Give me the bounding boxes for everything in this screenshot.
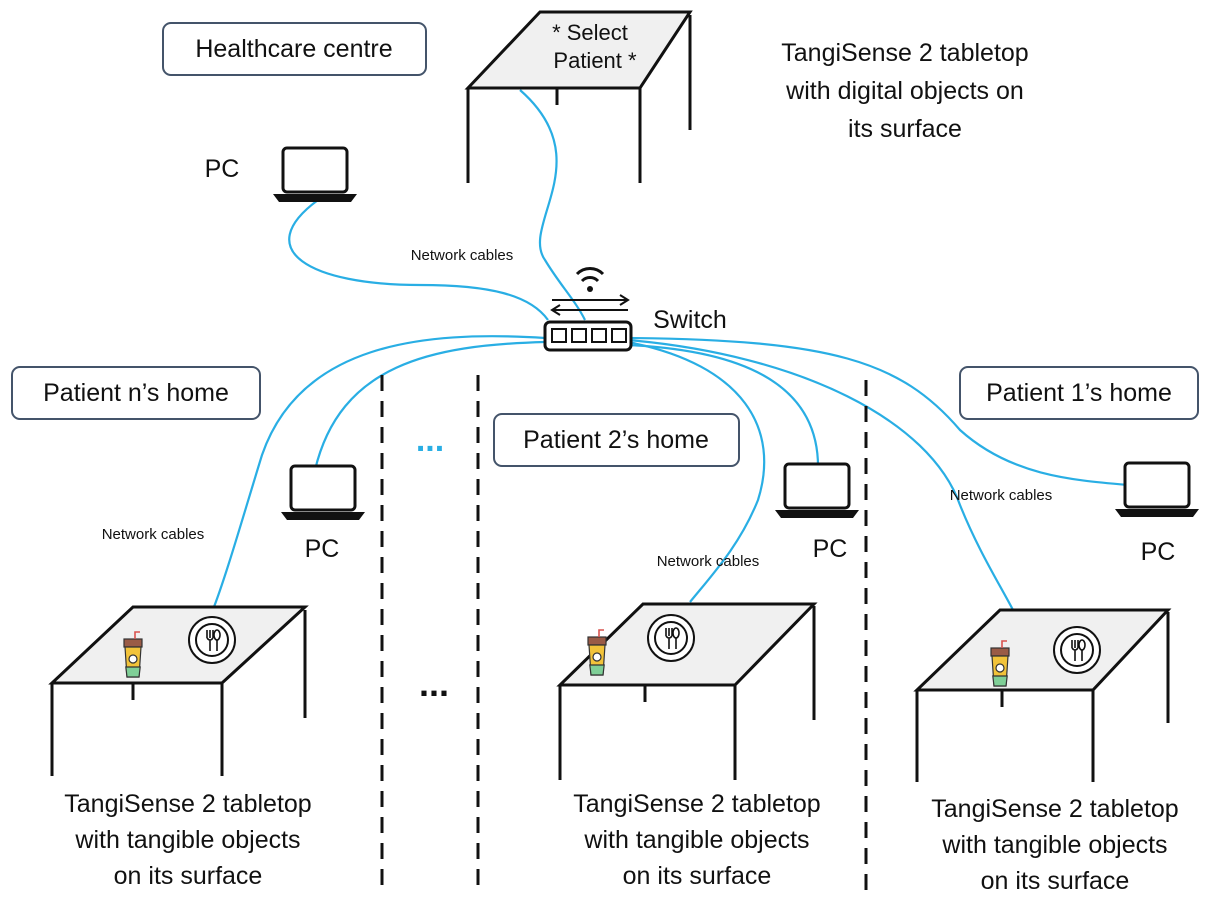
caption-patient-1-line2: with tangible objects <box>941 831 1167 859</box>
caption-patient-n-line2: with tangible objects <box>74 826 300 854</box>
laptop-icon <box>279 464 367 522</box>
plate-cutlery-icon <box>1053 626 1101 674</box>
plate-cutlery-icon <box>188 616 236 664</box>
caption-patient-2-line3: on its surface <box>623 862 772 890</box>
caption-patient-n-line1: TangiSense 2 tabletop <box>64 790 311 818</box>
healthcare-centre-label: Healthcare centre <box>195 35 392 63</box>
drink-cup-icon <box>990 640 1010 687</box>
caption-patient-2-line2: with tangible objects <box>583 826 809 854</box>
cable-patient-1-pc <box>627 336 1129 487</box>
patient-n-home-label: Patient n’s home <box>43 379 229 407</box>
pc-label-patient-1: PC <box>1141 538 1176 566</box>
cable-patient-2-pc <box>627 343 820 471</box>
laptop-icon <box>271 146 359 204</box>
top-tabletop-desc-2: with digital objects on <box>785 77 1024 105</box>
patient-1-home-label: Patient 1’s home <box>986 379 1172 407</box>
caption-patient-1-line1: TangiSense 2 tabletop <box>931 795 1178 823</box>
caption-patient-1-line3: on its surface <box>981 867 1130 895</box>
tabletop-screen-line1: * Select <box>552 20 628 45</box>
patient-1-tabletop <box>913 608 1172 782</box>
ellipsis-blue: ... <box>416 421 444 459</box>
pc-label-healthcare: PC <box>205 155 240 183</box>
pc-label-patient-n: PC <box>305 535 340 563</box>
pc-label-patient-2: PC <box>813 535 848 563</box>
laptop-icon <box>773 462 861 520</box>
network-cables <box>210 89 1129 613</box>
switch-label: Switch <box>653 306 727 334</box>
healthcare-tabletop: * Select Patient * <box>464 10 693 183</box>
cable-top-table <box>519 89 586 321</box>
cable-patient-n-pc <box>313 340 546 471</box>
network-cables-label-left: Network cables <box>102 526 205 543</box>
drink-cup-icon <box>587 629 607 676</box>
patient-n-home-box <box>11 366 261 420</box>
cable-patient-1-table <box>627 338 1014 611</box>
plate-cutlery-icon <box>647 614 695 662</box>
drink-cup-icon <box>123 631 143 678</box>
network-cables-label-top: Network cables <box>411 247 514 264</box>
caption-patient-2-line1: TangiSense 2 tabletop <box>573 790 820 818</box>
patient-1-home-box <box>959 366 1199 420</box>
caption-patient-n-line3: on its surface <box>114 862 263 890</box>
cable-patient-2-table <box>627 340 766 603</box>
patient-2-home-box <box>493 413 740 467</box>
top-tabletop-desc-1: TangiSense 2 tabletop <box>781 39 1028 67</box>
healthcare-centre-box <box>162 22 427 76</box>
laptop-icon <box>1113 461 1201 519</box>
patient-2-home-label: Patient 2’s home <box>523 426 709 454</box>
patient-n-tabletop <box>48 605 309 776</box>
network-cables-label-right: Network cables <box>950 487 1053 504</box>
network-cables-label-middle: Network cables <box>657 553 760 570</box>
top-tabletop-desc-3: its surface <box>848 115 962 143</box>
patient-2-tabletop <box>556 602 818 780</box>
ellipsis: ... <box>419 663 449 704</box>
cable-healthcare-pc <box>288 199 549 321</box>
tabletop-screen-line2: Patient * <box>553 48 637 73</box>
network-switch-icon <box>543 267 633 352</box>
cable-patient-n-table <box>210 335 546 613</box>
